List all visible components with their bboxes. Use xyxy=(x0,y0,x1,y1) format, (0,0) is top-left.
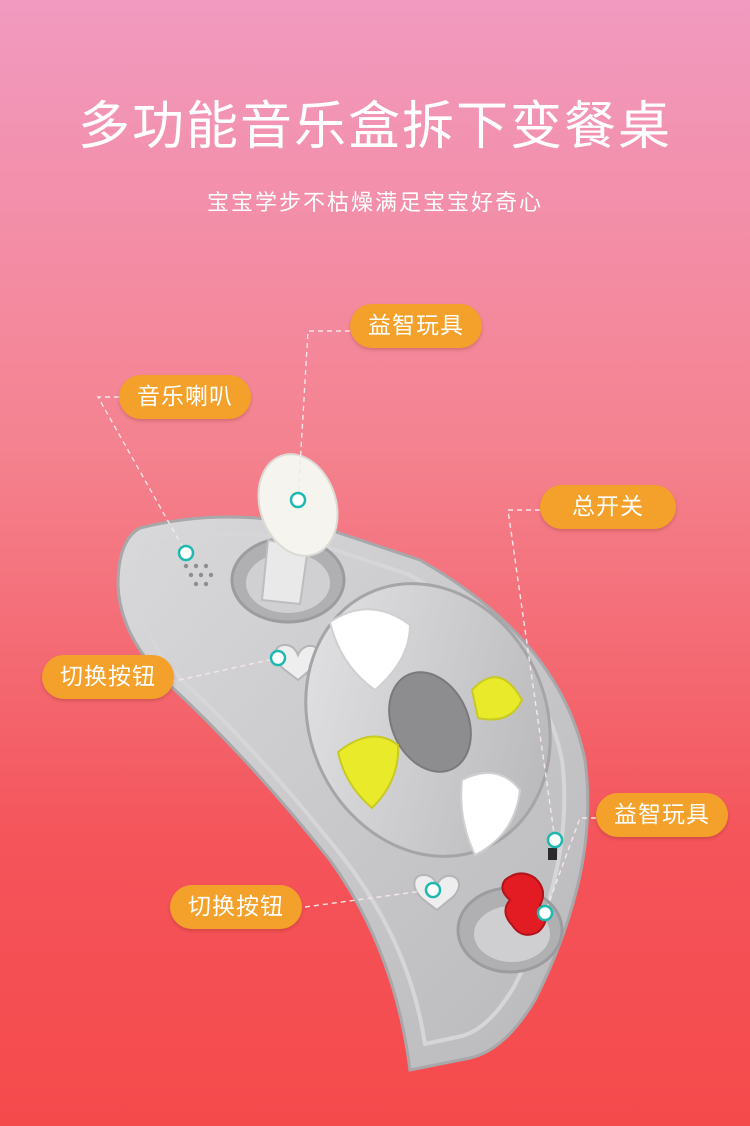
leader-lines xyxy=(96,330,596,914)
speaker-grille xyxy=(183,563,214,587)
red-knob xyxy=(501,872,547,936)
label-switch-button-lower: 切换按钮 xyxy=(170,885,302,929)
label-main-switch: 总开关 xyxy=(540,485,676,529)
label-puzzle-toy-bottom: 益智玩具 xyxy=(596,793,728,837)
disc-petal-yellow-left xyxy=(336,735,400,810)
label-puzzle-toy-top: 益智玩具 xyxy=(350,304,482,348)
marker-dots xyxy=(177,491,564,922)
page-subtitle: 宝宝学步不枯燥满足宝宝好奇心 xyxy=(206,191,543,216)
disc-petal-white-bottom xyxy=(460,772,522,857)
disc-petal-white-top xyxy=(328,608,412,692)
disc-petal-yellow-right xyxy=(470,676,524,721)
label-music-speaker: 音乐喇叭 xyxy=(119,375,251,419)
main-switch xyxy=(548,848,557,860)
label-switch-button-upper: 切换按钮 xyxy=(42,655,174,699)
page-title: 多功能音乐盒拆下变餐桌 xyxy=(77,97,672,157)
